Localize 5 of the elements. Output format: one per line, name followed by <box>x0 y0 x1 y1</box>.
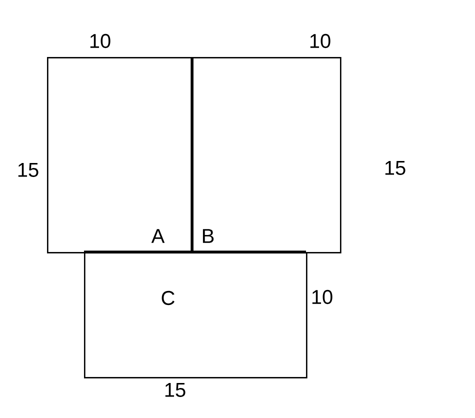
rectangle: A <box>47 57 194 254</box>
rectangle: C <box>84 252 308 378</box>
dimension-label: 15 <box>385 161 406 175</box>
dimension-label: 10 <box>312 290 332 304</box>
rectangle: B <box>192 57 342 254</box>
